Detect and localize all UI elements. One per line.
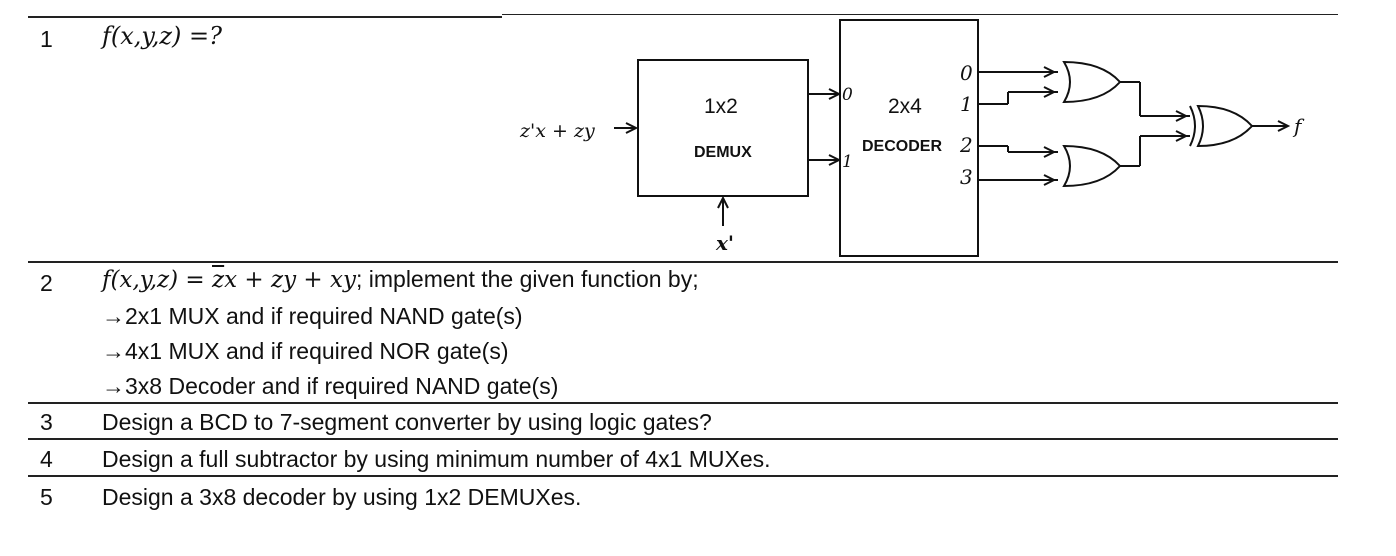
question-1-circuit-diagram: z'x + zy x' 1x2 DEMUX 0 1 2x4 DECODER 0 … bbox=[519, 19, 1305, 257]
question-2-item-3: →3x8 Decoder and if required NAND gate(s… bbox=[102, 373, 559, 399]
decoder-output-0-label: 0 bbox=[960, 61, 973, 85]
row-divider-3 bbox=[28, 438, 1338, 440]
row-divider-1 bbox=[28, 261, 1338, 263]
output-f-label: f bbox=[1292, 114, 1305, 138]
question-5-number: 5 bbox=[40, 484, 53, 510]
xor-gate-input-curve bbox=[1189, 105, 1196, 147]
row-divider-4 bbox=[28, 475, 1338, 477]
decoder-output-2-label: 2 bbox=[959, 133, 973, 157]
question-1-number: 1 bbox=[40, 26, 53, 52]
question-4-text: Design a full subtractor by using minimu… bbox=[102, 446, 771, 472]
question-2-item-1: →2x1 MUX and if required NAND gate(s) bbox=[102, 303, 523, 329]
or-gate-2 bbox=[1062, 144, 1122, 188]
question-1-text: f(x,y,z) =? bbox=[102, 22, 223, 50]
question-3-number: 3 bbox=[40, 409, 53, 435]
question-3-text: Design a BCD to 7-segment converter by u… bbox=[102, 409, 712, 435]
question-4-number: 4 bbox=[40, 446, 53, 472]
question-2-function: f(x,y,z) = zx + zy + xy; implement the g… bbox=[102, 266, 699, 293]
or-gate-1 bbox=[1062, 60, 1122, 104]
function-suffix: ; implement the given function by; bbox=[355, 266, 699, 292]
decoder-block bbox=[839, 19, 979, 257]
decoder-output-3-label: 3 bbox=[960, 165, 973, 189]
question-5-text: Design a 3x8 decoder by using 1x2 DEMUXe… bbox=[102, 484, 582, 510]
demux-name-label: DEMUX bbox=[694, 144, 752, 161]
demux-size-label: 1x2 bbox=[704, 95, 738, 118]
row-divider-top-right bbox=[502, 14, 1338, 15]
input-expression: z'x + zy bbox=[519, 120, 595, 142]
demux-block bbox=[637, 59, 809, 197]
select-input-label: x' bbox=[715, 231, 734, 255]
xor-gate bbox=[1196, 104, 1254, 148]
decoder-input-0-label: 0 bbox=[842, 85, 853, 105]
decoder-output-1-label: 1 bbox=[960, 92, 973, 116]
row-divider-2 bbox=[28, 402, 1338, 404]
question-2-item-2: →4x1 MUX and if required NOR gate(s) bbox=[102, 338, 509, 364]
function-rhs: x + zy + xy bbox=[224, 267, 356, 293]
function-z-bar: z bbox=[212, 267, 225, 293]
decoder-size-label: 2x4 bbox=[888, 95, 922, 118]
decoder-input-1-label: 1 bbox=[842, 152, 853, 172]
decoder-name-label: DECODER bbox=[862, 138, 942, 155]
question-2-number: 2 bbox=[40, 270, 53, 296]
function-lhs: f(x,y,z) = bbox=[102, 267, 213, 293]
row-divider-top-left bbox=[28, 16, 502, 18]
